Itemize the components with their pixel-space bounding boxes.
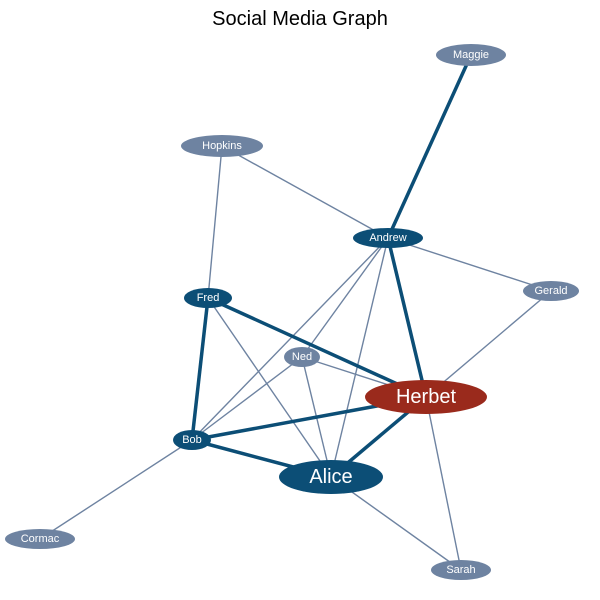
node-shape: [431, 560, 491, 580]
node-shape: [5, 529, 75, 549]
edge-andrew-alice: [330, 237, 389, 478]
edge-fred-bob: [190, 297, 210, 441]
node-alice[interactable]: Alice: [279, 460, 383, 494]
edge-gerald-herbet: [425, 290, 552, 398]
node-shape: [365, 380, 487, 414]
graph-title: Social Media Graph: [212, 8, 388, 30]
node-label: Gerald: [534, 285, 567, 297]
node-shape: [353, 228, 423, 248]
node-gerald[interactable]: Gerald: [523, 281, 579, 301]
node-bob[interactable]: Bob: [173, 430, 211, 450]
node-hopkins[interactable]: Hopkins: [181, 135, 263, 157]
node-label: Cormac: [21, 533, 60, 545]
node-label: Maggie: [453, 49, 489, 61]
node-sarah[interactable]: Sarah: [431, 560, 491, 580]
edge-andrew-bob: [191, 237, 389, 441]
edge-fred-herbet: [207, 296, 427, 399]
node-label: Hopkins: [202, 140, 242, 152]
edge-hopkins-andrew: [221, 145, 389, 239]
node-label: Bob: [182, 434, 202, 446]
node-shape: [284, 347, 320, 367]
nodes-layer: MaggieHopkinsAndrewGeraldFredNedHerbetBo…: [5, 44, 579, 580]
node-ned[interactable]: Ned: [284, 347, 320, 367]
edge-andrew-gerald: [387, 237, 552, 292]
node-label: Andrew: [369, 232, 406, 244]
edges-layer: [39, 54, 552, 571]
node-cormac[interactable]: Cormac: [5, 529, 75, 549]
node-label: Sarah: [446, 564, 475, 576]
node-shape: [181, 135, 263, 157]
node-herbet[interactable]: Herbet: [365, 380, 487, 414]
edge-hopkins-fred: [207, 145, 223, 299]
node-shape: [184, 288, 232, 308]
edge-bob-cormac: [39, 439, 193, 540]
node-label: Ned: [292, 351, 312, 363]
edge-maggie-andrew: [386, 54, 473, 239]
node-fred[interactable]: Fred: [184, 288, 232, 308]
node-shape: [279, 460, 383, 494]
node-label: Alice: [309, 466, 352, 488]
node-shape: [436, 44, 506, 66]
edge-alice-sarah: [330, 476, 462, 571]
edge-andrew-herbet: [386, 237, 428, 398]
edge-ned-bob: [191, 356, 303, 441]
node-label: Herbet: [396, 386, 456, 408]
edge-herbet-sarah: [425, 396, 462, 571]
node-label: Fred: [197, 292, 220, 304]
node-maggie[interactable]: Maggie: [436, 44, 506, 66]
edge-andrew-ned: [301, 237, 389, 358]
node-shape: [173, 430, 211, 450]
node-andrew[interactable]: Andrew: [353, 228, 423, 248]
node-shape: [523, 281, 579, 301]
edge-fred-alice: [207, 297, 332, 478]
